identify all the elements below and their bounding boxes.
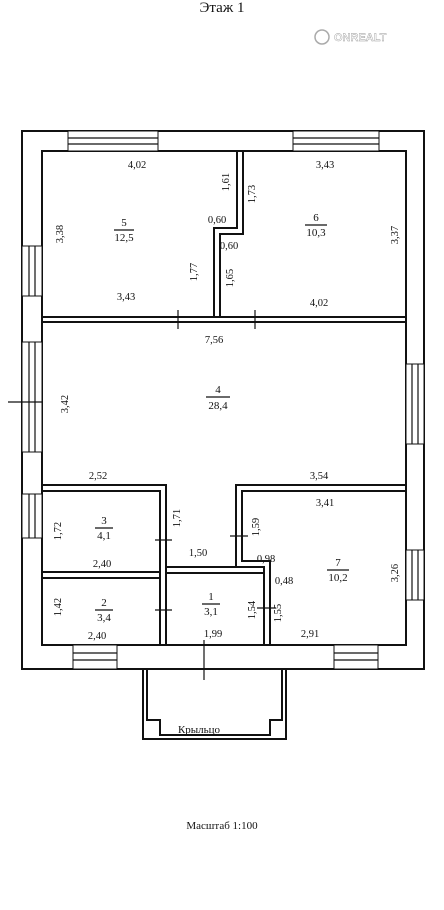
svg-text:1: 1	[208, 591, 214, 603]
dim-r3-right: 1,71	[172, 509, 183, 527]
floor-title: Этаж 1	[200, 0, 245, 16]
dim-r2-left: 1,42	[53, 598, 64, 616]
window-top-left	[67, 130, 159, 152]
dimension-labels: 4,02 3,43 0,60 3,43 0,60 4,02 7,56 2,52 …	[53, 160, 401, 642]
room-3-label: 3 4,1	[95, 515, 113, 542]
svg-text:4: 4	[215, 384, 221, 396]
dim-r1-bottom: 1,99	[204, 629, 222, 640]
dim-r5-bottom: 3,43	[117, 292, 135, 303]
dim-r1-top: 1,50	[189, 548, 207, 559]
dim-r7-right: 3,26	[390, 564, 401, 582]
window-right-2	[405, 549, 425, 601]
dim-r7-left-upper: 1,59	[251, 518, 262, 536]
svg-text:5: 5	[121, 217, 127, 229]
door-markers	[8, 310, 276, 680]
dim-r1-right: 1,54	[247, 600, 258, 619]
window-right-1	[405, 363, 425, 445]
dim-r5-top: 4,02	[128, 160, 146, 171]
dim-r7-top: 3,41	[316, 498, 334, 509]
scale-label: Масштаб 1:100	[186, 820, 258, 832]
dim-r7-bottom: 2,91	[301, 629, 319, 640]
window-top-right	[292, 130, 380, 152]
window-bottom-right	[333, 644, 379, 670]
window-left-1	[21, 245, 43, 297]
dim-r6-bottom: 4,02	[310, 298, 328, 309]
watermark: ONREALT	[314, 29, 387, 45]
dim-r7-left-lower: 1,55	[273, 604, 284, 622]
dim-r4-top: 7,56	[205, 335, 223, 346]
room-4-label: 4 28,4	[206, 384, 230, 412]
dim-r5-left: 3,38	[55, 225, 66, 243]
room-1-label: 1 3,1	[202, 591, 220, 618]
dim-r3-bottom: 2,40	[93, 559, 111, 570]
room-5-label: 5 12,5	[114, 217, 134, 244]
watermark-text: ONREALT	[334, 32, 387, 44]
svg-text:3,1: 3,1	[204, 606, 218, 618]
svg-text:4,1: 4,1	[97, 530, 111, 542]
dim-r6-top: 3,43	[316, 160, 334, 171]
watermark-logo-icon	[314, 29, 330, 45]
room-2-label: 2 3,4	[95, 597, 113, 624]
svg-text:10,3: 10,3	[306, 227, 326, 239]
dim-r4-bottom-left: 2,52	[89, 471, 107, 482]
svg-text:6: 6	[313, 212, 319, 224]
svg-text:3: 3	[101, 515, 107, 527]
svg-text:2: 2	[101, 597, 107, 609]
dim-r7-step-v: 0,48	[275, 576, 293, 587]
dim-r4-left: 3,42	[60, 395, 71, 413]
porch-label: Крыльцо	[178, 724, 221, 736]
dim-r6-left-upper: 1,73	[247, 185, 258, 203]
svg-text:12,5: 12,5	[114, 232, 134, 244]
dim-r6-right: 3,37	[390, 226, 401, 244]
dim-r7-step: 0,98	[257, 554, 275, 565]
svg-text:3,4: 3,4	[97, 612, 111, 624]
dim-r5-right-lower: 1,77	[189, 263, 200, 281]
dim-r2-bottom: 2,40	[88, 631, 106, 642]
svg-text:7: 7	[335, 557, 341, 569]
dim-r4-bottom-right: 3,54	[310, 471, 329, 482]
dim-r6-step: 0,60	[220, 241, 238, 252]
dim-r3-left: 1,72	[53, 522, 64, 540]
dim-r5-right-upper: 1,61	[221, 173, 232, 191]
svg-text:10,2: 10,2	[328, 572, 347, 584]
room-6-label: 6 10,3	[305, 212, 327, 239]
window-bottom-left	[72, 644, 118, 670]
room-7-label: 7 10,2	[327, 557, 349, 584]
dim-r6-left-lower: 1,65	[225, 269, 236, 287]
interior-walls	[42, 151, 406, 740]
dim-r5-step: 0,60	[208, 215, 226, 226]
svg-text:28,4: 28,4	[208, 400, 228, 412]
window-left-3	[21, 493, 43, 539]
window-left-2	[21, 341, 43, 453]
